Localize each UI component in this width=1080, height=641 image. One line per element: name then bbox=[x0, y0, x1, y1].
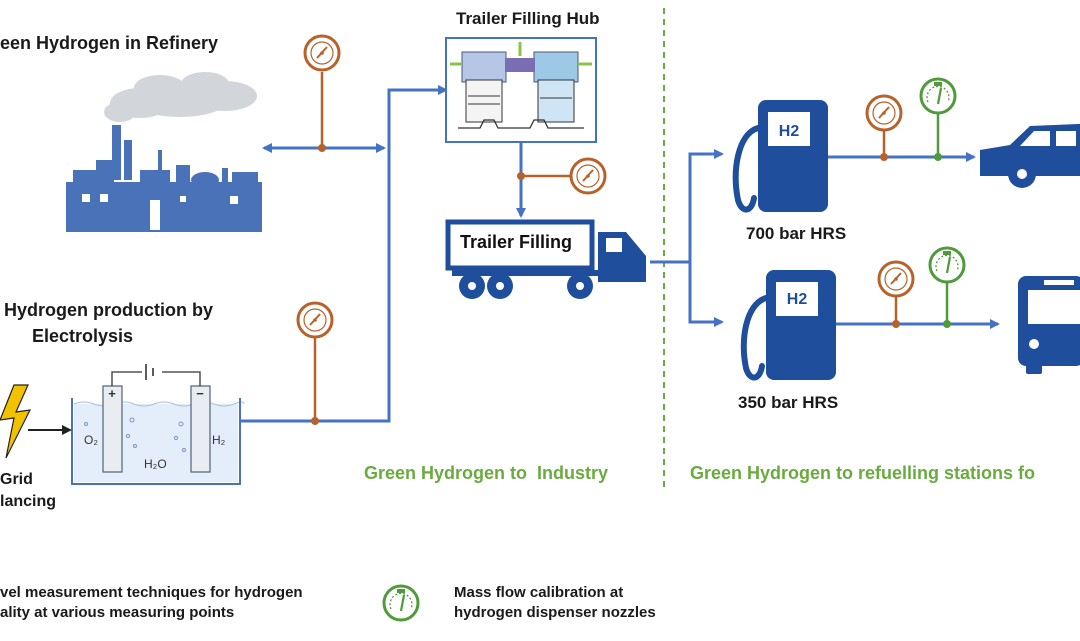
refinery-title: een Hydrogen in Refinery bbox=[0, 33, 219, 53]
factory-icon bbox=[66, 125, 262, 232]
electrolysis-pipe bbox=[240, 85, 448, 423]
anode-plus: + bbox=[108, 386, 116, 401]
gauge-icon bbox=[296, 301, 334, 339]
flow-meter-icon bbox=[919, 77, 957, 115]
legend-quality-1: vel measurement techniques for hydrogen bbox=[0, 584, 303, 601]
electrolysis-title-2: Electrolysis bbox=[32, 326, 134, 346]
legend-mass-2: hydrogen dispenser nozzles bbox=[454, 604, 656, 621]
truck-to-station-pipe bbox=[650, 149, 724, 264]
refuel-section-label: Green Hydrogen to refuelling stations fo bbox=[690, 463, 1036, 483]
truck-to-station-pipe bbox=[688, 262, 724, 327]
flow-meter-icon bbox=[382, 584, 420, 622]
grid-label-2: lancing bbox=[0, 493, 57, 510]
gauge-icon bbox=[303, 34, 341, 72]
fuel-pump-icon bbox=[740, 270, 836, 381]
hrs700-label: 700 bar HRS bbox=[746, 224, 847, 243]
car-icon bbox=[980, 124, 1080, 188]
o2-label: O₂ bbox=[84, 433, 98, 447]
cloud-icon bbox=[104, 72, 257, 122]
industry-section-label: Green Hydrogen to Industry bbox=[364, 463, 609, 483]
flow-meter-icon bbox=[928, 246, 966, 284]
truck-icon bbox=[445, 219, 646, 299]
legend-quality-2: ality at various measuring points bbox=[0, 604, 235, 621]
cathode-minus: − bbox=[196, 386, 204, 401]
bus-icon bbox=[1018, 276, 1080, 374]
legend-mass-1: Mass flow calibration at bbox=[454, 584, 624, 601]
gauge-icon bbox=[877, 260, 915, 298]
hub-box bbox=[445, 37, 597, 143]
fuel-pump-icon bbox=[732, 100, 828, 213]
trailer-label: Trailer Filling bbox=[460, 232, 573, 252]
pump-h2-text: H2 bbox=[787, 291, 808, 308]
electrolyzer-tank bbox=[71, 364, 245, 485]
h2-label: H₂ bbox=[212, 433, 226, 447]
gauge-icon bbox=[569, 157, 607, 195]
pump-h2-text: H2 bbox=[779, 123, 800, 140]
h2o-label: H₂O bbox=[144, 457, 167, 471]
lightning-icon bbox=[0, 384, 32, 459]
gauge-icon bbox=[865, 94, 903, 132]
hrs350-label: 350 bar HRS bbox=[738, 393, 839, 412]
grid-label-1: Grid bbox=[0, 471, 33, 488]
electrolysis-title-1: Hydrogen production by bbox=[4, 300, 213, 320]
factory-details bbox=[82, 194, 238, 230]
hub-title: Trailer Filling Hub bbox=[456, 9, 600, 28]
